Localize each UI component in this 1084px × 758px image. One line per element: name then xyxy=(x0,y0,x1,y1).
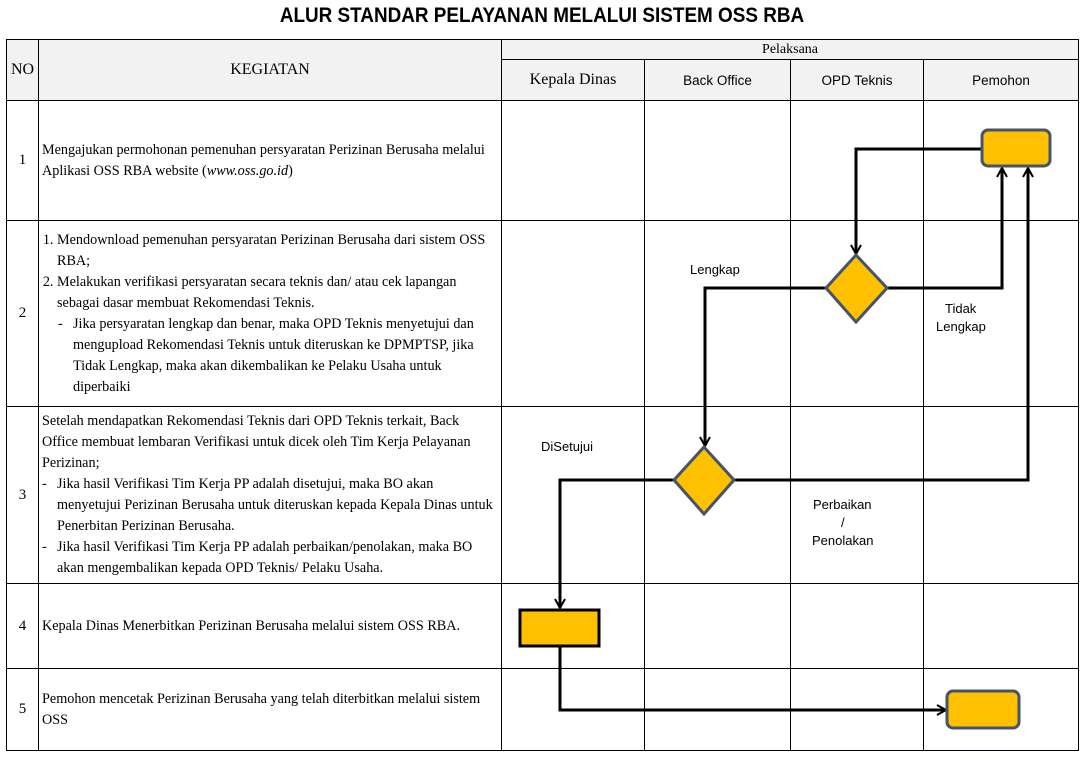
row-number: 4 xyxy=(6,583,39,669)
row-number: 5 xyxy=(6,668,39,751)
lane-cell xyxy=(644,583,791,669)
lane-cell xyxy=(922,583,1080,669)
lane-cell xyxy=(922,220,1080,407)
row1-text-b: ) xyxy=(288,162,293,179)
lane-cell xyxy=(501,220,645,407)
table-row: 4 Kepala Dinas Menerbitkan Perizinan Ber… xyxy=(6,583,1080,669)
header-no: NO xyxy=(6,39,39,101)
lane-cell xyxy=(644,220,791,407)
lane-cell xyxy=(501,100,645,221)
lane-cell xyxy=(922,406,1080,584)
row1-text-a: Mengajukan permohonan pemenuhan persyara… xyxy=(42,141,485,179)
row1-url: www.oss.go.id xyxy=(206,162,289,179)
table-row: 1 Mengajukan permohonan pemenuhan persya… xyxy=(6,100,1080,221)
lane-cell xyxy=(790,100,924,221)
table-row: 5 Pemohon mencetak Perizinan Berusaha ya… xyxy=(6,668,1080,751)
page-title: ALUR STANDAR PELAYANAN MELALUI SISTEM OS… xyxy=(279,4,805,27)
row-number: 3 xyxy=(6,406,39,584)
row2-sub: Jika persyaratan lengkap dan benar, maka… xyxy=(73,315,474,395)
lane-cell xyxy=(501,668,645,751)
lane-cell xyxy=(922,668,1080,751)
lane-cell xyxy=(501,406,645,584)
lane-cell xyxy=(790,583,924,669)
row-number: 2 xyxy=(6,220,39,407)
header-lane-kepala-dinas: Kepala Dinas xyxy=(501,59,645,101)
header-kegiatan: KEGIATAN xyxy=(38,39,502,101)
row-kegiatan: Mengajukan permohonan pemenuhan persyara… xyxy=(38,100,502,221)
row-kegiatan: Kepala Dinas Menerbitkan Perizinan Berus… xyxy=(38,583,502,669)
row3-bullet-2: Jika hasil Verifikasi Tim Kerja PP adala… xyxy=(57,539,473,576)
row3-intro: Setelah mendapatkan Rekomendasi Teknis d… xyxy=(42,413,471,471)
row3-bullet-1: Jika hasil Verifikasi Tim Kerja PP adala… xyxy=(57,476,493,534)
row2-item-2: Melakukan verifikasi persyaratan secara … xyxy=(57,272,497,314)
dash-marker: - xyxy=(58,315,63,332)
lane-cell xyxy=(644,406,791,584)
table-row: 3 Setelah mendapatkan Rekomendasi Teknis… xyxy=(6,406,1080,584)
dash-marker: - xyxy=(42,539,47,555)
row-kegiatan: Setelah mendapatkan Rekomendasi Teknis d… xyxy=(38,406,502,584)
flow-table: NO KEGIATAN Pelaksana Kepala Dinas Back … xyxy=(6,39,1080,751)
lane-cell xyxy=(790,668,924,751)
row2-item-1: Mendownload pemenuhan persyaratan Perizi… xyxy=(57,230,497,272)
lane-cell xyxy=(790,220,924,407)
header-lane-pemohon: Pemohon xyxy=(922,59,1080,101)
dash-marker: - xyxy=(42,476,47,492)
header-lane-back-office: Back Office xyxy=(644,59,791,101)
header-lane-opd-teknis: OPD Teknis xyxy=(790,59,924,101)
lane-cell xyxy=(922,100,1080,221)
header-pelaksana: Pelaksana xyxy=(500,39,1080,60)
row-kegiatan: Mendownload pemenuhan persyaratan Perizi… xyxy=(38,220,502,407)
lane-cell xyxy=(644,668,791,751)
table-row: 2 Mendownload pemenuhan persyaratan Peri… xyxy=(6,220,1080,407)
lane-cell xyxy=(644,100,791,221)
lane-cell xyxy=(501,583,645,669)
row-number: 1 xyxy=(6,100,39,221)
row-kegiatan: Pemohon mencetak Perizinan Berusaha yang… xyxy=(38,668,502,751)
lane-cell xyxy=(790,406,924,584)
